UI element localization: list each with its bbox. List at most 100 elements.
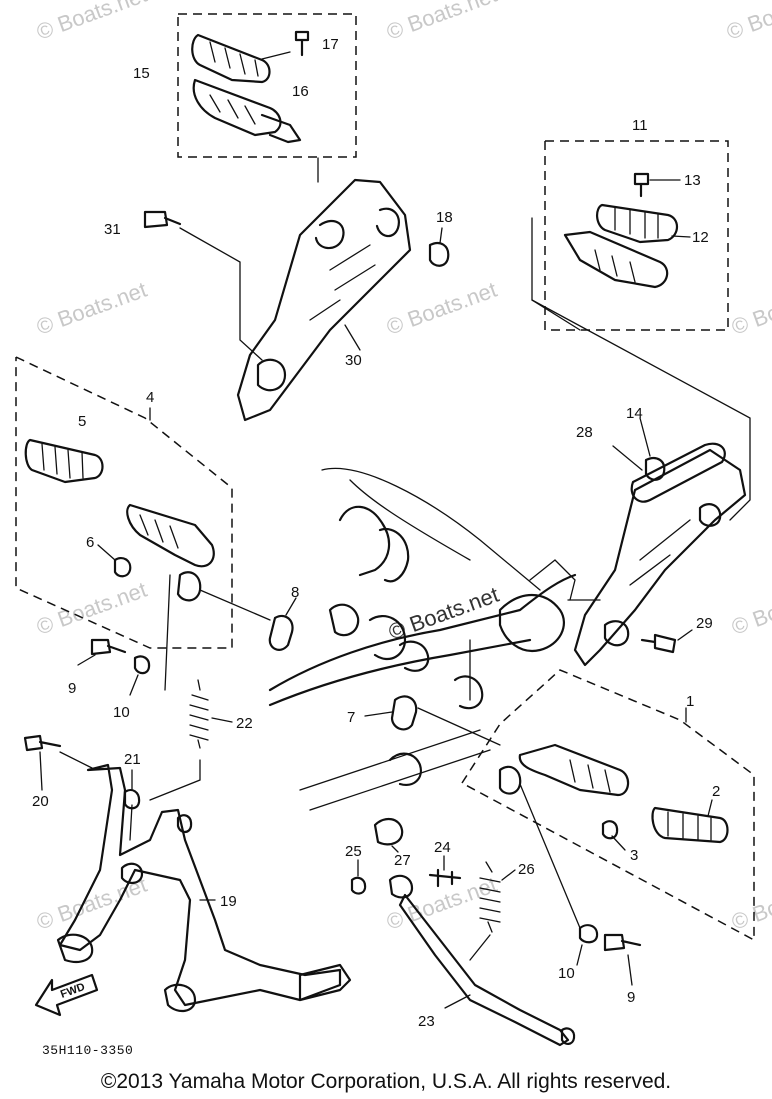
bolt-13 xyxy=(633,172,650,198)
footrest-body-15 xyxy=(192,78,282,137)
bracket-30-hole xyxy=(375,207,400,238)
plate-8 xyxy=(268,614,294,651)
leader-dash xyxy=(149,759,201,801)
bracket-28-pad xyxy=(630,442,726,503)
frame-boss xyxy=(498,594,566,653)
frame xyxy=(268,467,577,811)
watermark: © Boats.net xyxy=(33,577,150,640)
frame-boss xyxy=(398,640,430,672)
leader-dash xyxy=(164,574,171,691)
watermark: © Boats.net xyxy=(33,277,150,340)
center-stand-lever xyxy=(298,963,352,1002)
callout-27: 27 xyxy=(394,852,411,869)
leader-16 xyxy=(261,51,291,60)
footrest-4-eye xyxy=(176,571,202,602)
watermark: © Boats.net xyxy=(33,872,150,935)
watermark: © Boats.net xyxy=(728,577,772,640)
frame-boss xyxy=(453,675,484,710)
watermark: © Boats.net xyxy=(383,277,500,340)
footrest-body-1 xyxy=(518,743,630,797)
leader-dash xyxy=(531,299,751,521)
bracket-28-web xyxy=(629,519,691,586)
leader-20 xyxy=(39,751,43,791)
leader-9b xyxy=(627,954,633,986)
footrest-rubber-5 xyxy=(24,438,104,484)
center-stand-hole xyxy=(120,862,144,884)
callout-2: 2 xyxy=(712,783,720,800)
callout-10: 10 xyxy=(113,704,130,721)
pin-3 xyxy=(601,820,619,840)
callouts: 1 2 3 4 5 6 7 8 9 9 10 10 11 12 13 14 15… xyxy=(32,36,720,1030)
footrest-rubber-2 xyxy=(651,806,729,844)
watermark: © Boats.net xyxy=(728,872,772,935)
footrest-body-ribs xyxy=(209,94,256,125)
leader-14 xyxy=(639,417,651,457)
spring-26 xyxy=(479,861,501,933)
fwd-arrow-shape xyxy=(34,973,99,1017)
diagram-code: 35H110-3350 xyxy=(42,1043,134,1058)
footrest-rubber-ribs xyxy=(614,207,659,239)
footrest-body-ribs xyxy=(569,759,611,793)
callout-12: 12 xyxy=(692,229,709,246)
bracket-28 xyxy=(531,299,751,667)
nut-18 xyxy=(428,242,450,267)
group-box-11 xyxy=(544,140,729,331)
bolt-29 xyxy=(640,633,677,654)
leader-8 xyxy=(285,597,297,616)
watermark: © Boats.net xyxy=(383,0,500,45)
fwd-label: FWD xyxy=(59,981,87,1001)
callout-28: 28 xyxy=(576,424,593,441)
leader-27 xyxy=(391,845,399,853)
leader-18 xyxy=(439,227,443,244)
leader-10b xyxy=(576,944,583,966)
footrest-15-group xyxy=(191,30,310,144)
leader-9 xyxy=(77,654,96,666)
leader-2 xyxy=(707,799,713,817)
frame-boss xyxy=(328,603,360,637)
bracket-30-eye xyxy=(256,358,287,392)
footrest-rubber-ribs xyxy=(41,443,84,479)
leader-dash xyxy=(469,934,491,961)
washer-10 xyxy=(133,655,151,675)
side-stand-pivot xyxy=(388,874,414,899)
bolt-27 xyxy=(373,817,404,846)
center-watermark: © Boats.net xyxy=(385,582,502,645)
leader-12 xyxy=(671,235,691,238)
leader-dash xyxy=(129,804,133,841)
bracket-30-body xyxy=(236,178,412,422)
bolt-9b xyxy=(603,933,642,952)
footrest-stem xyxy=(260,113,302,144)
center-stand-foot xyxy=(56,933,94,964)
callout-16: 16 xyxy=(292,83,309,100)
plate-7 xyxy=(390,695,418,731)
callout-4: 4 xyxy=(146,389,154,406)
leader-6 xyxy=(97,544,116,561)
footrest-body-4 xyxy=(126,503,215,568)
nut-14 xyxy=(644,456,666,481)
bracket-28-hole xyxy=(698,503,722,527)
bolt-17 xyxy=(294,30,310,57)
fwd-arrow: FWD xyxy=(34,973,99,1017)
callout-17: 17 xyxy=(322,36,339,53)
callout-24: 24 xyxy=(434,839,451,856)
callout-9-lower: 9 xyxy=(627,989,635,1006)
frame-lug xyxy=(378,527,410,583)
center-stand-19 xyxy=(23,679,352,1013)
leader-22 xyxy=(211,717,233,723)
callout-21: 21 xyxy=(124,751,141,768)
group-box-4 xyxy=(15,356,233,649)
bracket-30 xyxy=(143,157,450,422)
frame-boss xyxy=(388,752,422,786)
callout-22: 22 xyxy=(236,715,253,732)
watermark: © Boats.net xyxy=(728,277,772,340)
bolt-20 xyxy=(23,734,62,752)
footrest-4-group xyxy=(24,407,297,696)
leader-dash xyxy=(199,589,271,621)
bolt-9 xyxy=(90,638,127,656)
leader-dash xyxy=(417,707,501,746)
callout-26: 26 xyxy=(518,861,535,878)
leader-3 xyxy=(611,835,626,851)
center-stand-body xyxy=(58,763,342,1007)
callout-7: 7 xyxy=(347,709,355,726)
